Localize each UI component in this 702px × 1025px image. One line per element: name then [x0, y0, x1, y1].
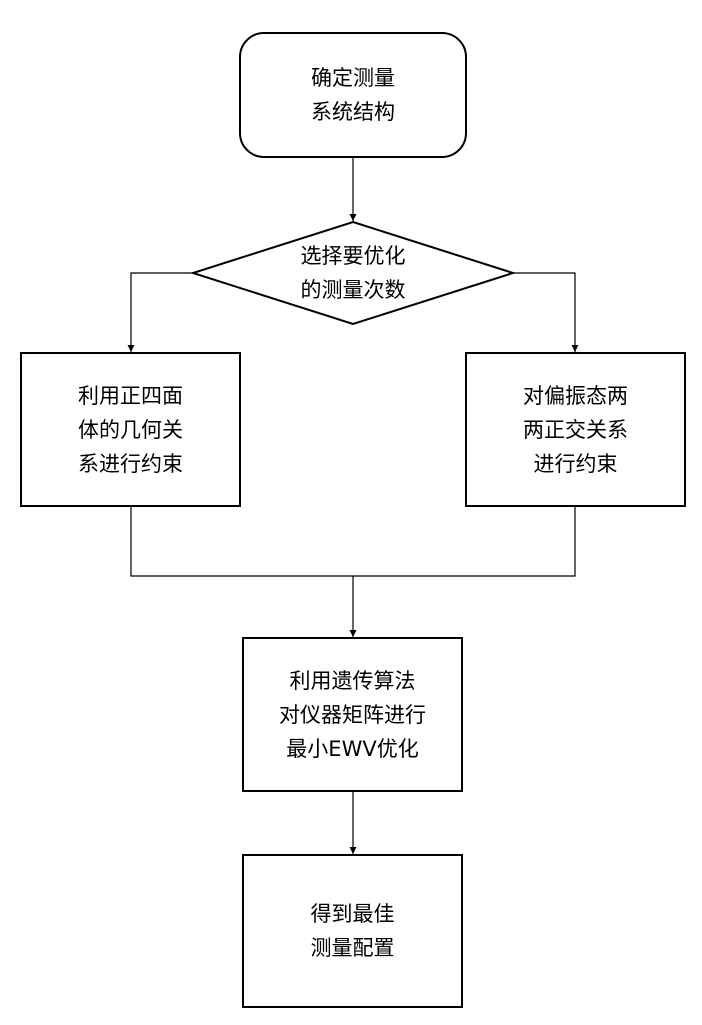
decision-node-shape: [189, 220, 517, 326]
optimize-node-line-1: 利用遗传算法: [289, 668, 416, 693]
left-node-line-3: 系进行约束: [78, 451, 183, 476]
arrow-decision-to-right: [513, 272, 579, 352]
start-node-label: 确定测量 系统结构: [240, 33, 466, 157]
left-constraint-node-shape: [20, 352, 241, 507]
decision-node-label: 选择要优化 的测量次数: [233, 222, 473, 324]
decision-node-line-1: 选择要优化: [300, 244, 406, 268]
right-node-line-2: 两正交关系: [523, 417, 628, 442]
optimize-node-label: 利用遗传算法 对仪器矩阵进行 最小EWV优化: [243, 638, 462, 791]
right-constraint-node-label: 对偏振态两 两正交关系 进行约束: [466, 353, 685, 506]
left-node-line-1: 利用正四面: [78, 383, 183, 408]
start-node-line-2: 系统结构: [311, 100, 395, 124]
end-node-label: 得到最佳 测量配置: [243, 855, 462, 1007]
left-constraint-node-label: 利用正四面 体的几何关 系进行约束: [21, 353, 240, 506]
right-constraint-node-shape: [465, 352, 686, 507]
end-node-shape: [242, 854, 463, 1008]
merge-line-left: [130, 506, 353, 577]
optimize-node-shape: [242, 637, 463, 792]
merge-line-right: [353, 506, 576, 577]
arrow-decision-to-left: [127, 272, 193, 352]
right-node-line-1: 对偏振态两: [523, 383, 628, 408]
decision-node-line-2: 的测量次数: [300, 278, 406, 302]
end-node-line-1: 得到最佳: [310, 902, 395, 926]
start-node-line-1: 确定测量: [311, 66, 395, 90]
right-node-line-3: 进行约束: [533, 451, 618, 476]
optimize-node-line-2: 对仪器矩阵进行: [279, 702, 426, 727]
end-node-line-2: 测量配置: [310, 936, 395, 960]
optimize-node-line-3: 最小EWV优化: [286, 736, 419, 761]
left-node-line-2: 体的几何关: [78, 417, 183, 442]
